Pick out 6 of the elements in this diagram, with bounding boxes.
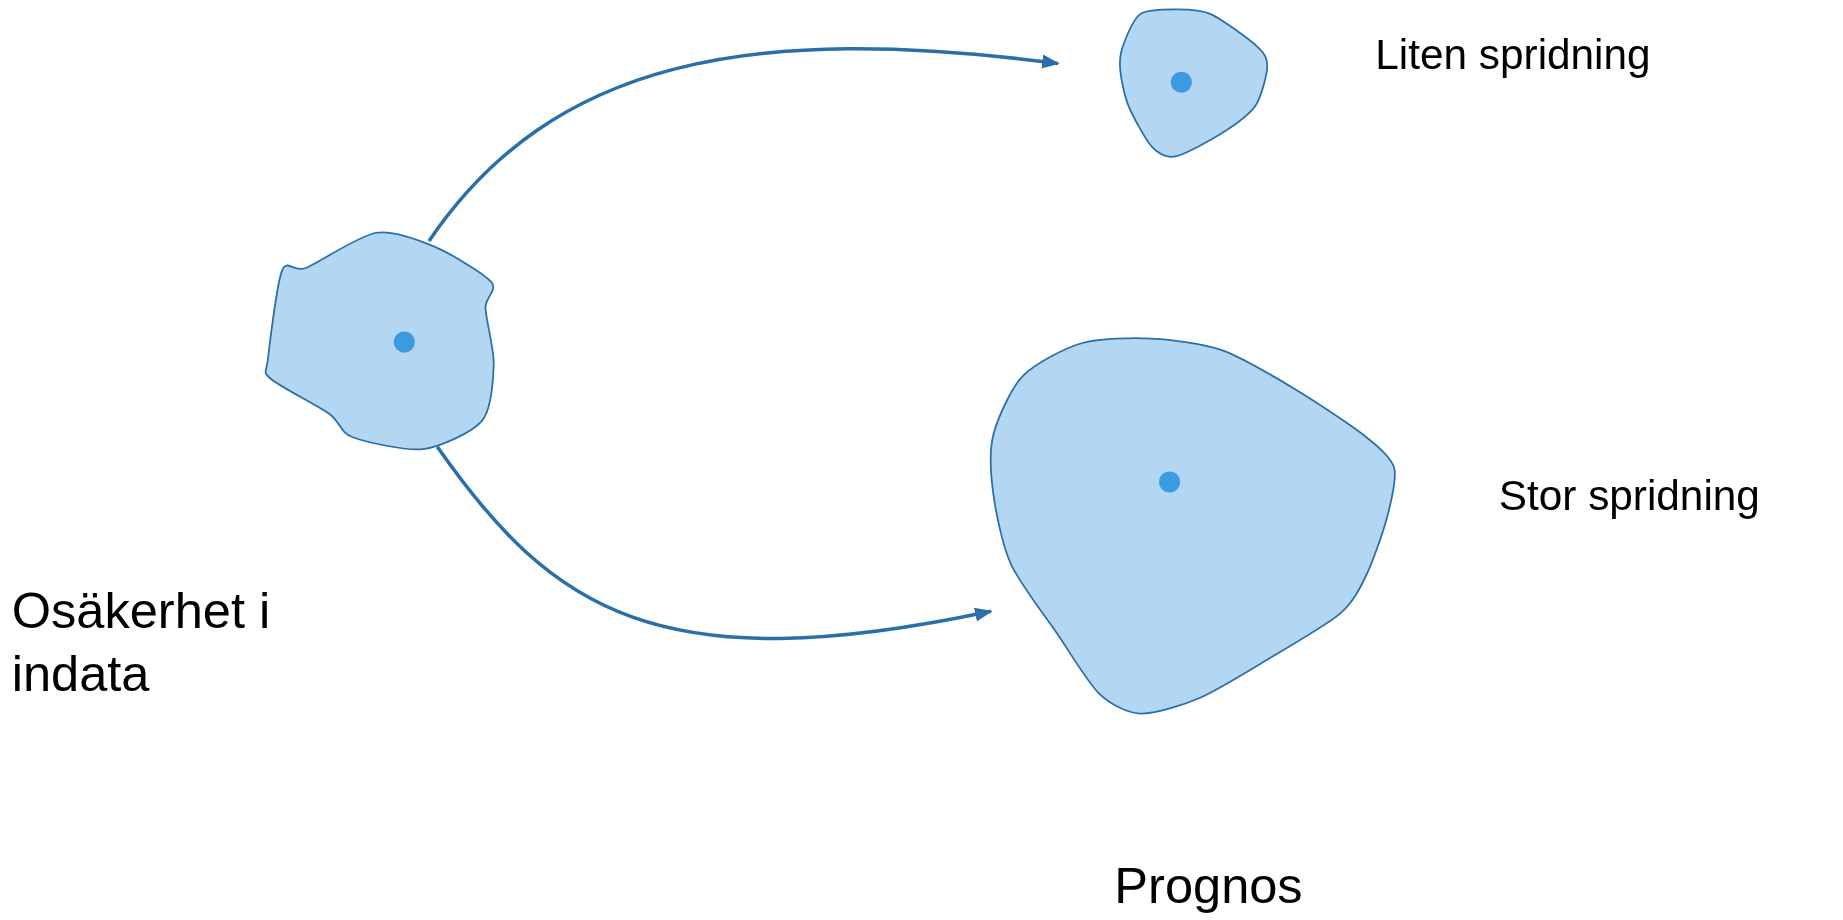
arrow (427, 47, 1060, 243)
node-caption: Liten spridning (1375, 29, 1651, 81)
arrow (435, 445, 993, 641)
node-caption: Stor spridning (1498, 470, 1760, 522)
node-caption: Osäkerhet i indata (11, 580, 272, 704)
label-text: Prognos (1114, 855, 1303, 916)
